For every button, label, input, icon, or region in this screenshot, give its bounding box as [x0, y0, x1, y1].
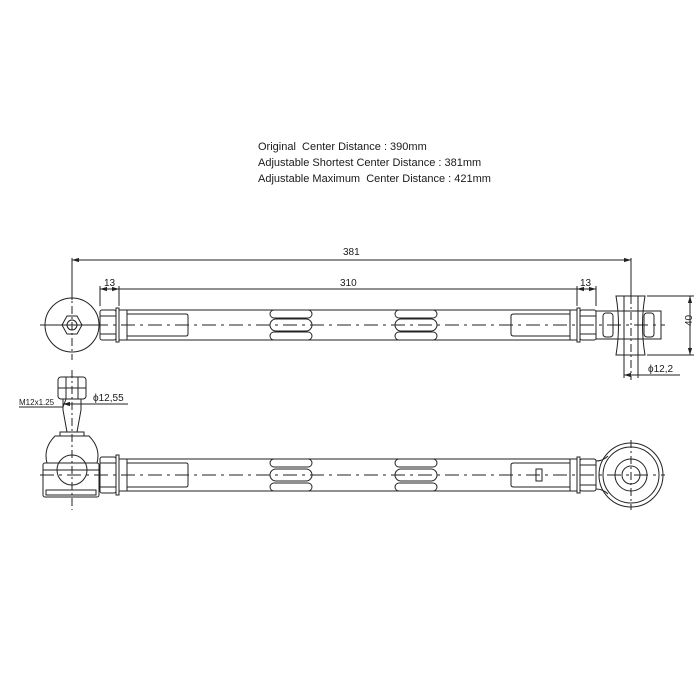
dimension-label-40: 40	[684, 314, 695, 326]
bottom-rod-assembly: M12x1.25 ϕ12,55	[19, 370, 665, 510]
dimension-overall-381: 381	[71, 247, 632, 300]
dimension-label-left-13: 13	[104, 278, 116, 289]
ball-joint-housing	[42, 462, 100, 498]
spec-maximum-center-distance: Adjustable Maximum Center Distance : 421…	[258, 173, 491, 185]
dimension-tube-310: 310	[119, 278, 577, 290]
dimension-label-310: 310	[340, 278, 357, 289]
dimension-label-right-13: 13	[580, 278, 592, 289]
dimension-right-nut-13: 13	[576, 278, 597, 306]
dimension-left-nut-13: 13	[99, 278, 120, 306]
right-spherical-bushing	[615, 295, 646, 356]
top-rod-assembly	[40, 280, 665, 380]
specifications-block: Original Center Distance : 390mm Adjusta…	[258, 139, 491, 187]
thread-label: M12x1.25	[19, 398, 55, 407]
dimension-bore-diameter: ϕ12,2	[623, 355, 680, 378]
dimension-label-bore: ϕ12,2	[648, 364, 674, 375]
stud-diameter-label: ϕ12,55	[93, 393, 124, 404]
spec-original-center-distance: Original Center Distance : 390mm	[258, 141, 427, 153]
dimension-label-381: 381	[343, 247, 360, 258]
dimension-bushing-height-40: 40	[647, 295, 695, 356]
spec-shortest-center-distance: Adjustable Shortest Center Distance : 38…	[258, 157, 482, 169]
